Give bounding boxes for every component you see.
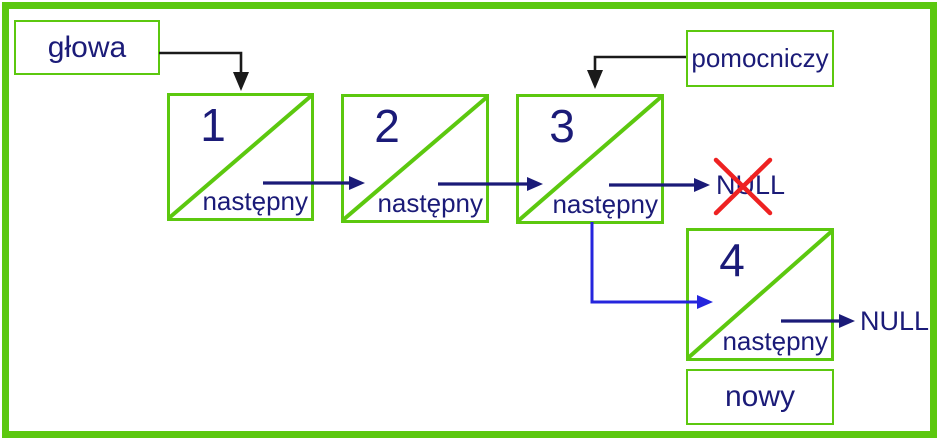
node-1-next-label: następny	[202, 186, 308, 217]
node-2-value: 2	[374, 100, 400, 152]
node-2-next-label: następny	[377, 188, 483, 219]
node-1-value: 1	[200, 99, 226, 151]
head-pointer-box: głowa	[14, 20, 160, 75]
null-label-crossed: NULL	[716, 170, 786, 200]
node-2: 2 następny	[341, 94, 489, 223]
node-3: 3 następny	[516, 94, 664, 224]
node-3-value: 3	[549, 100, 575, 152]
head-pointer-label: głowa	[47, 30, 127, 64]
new-node-name-box: nowy	[686, 369, 834, 425]
null-label: NULL	[860, 306, 930, 336]
node-4-next-label: następny	[722, 326, 828, 357]
new-node-name-label: nowy	[724, 380, 796, 413]
aux-pointer-box: pomocniczy	[686, 30, 834, 87]
node-4-value: 4	[719, 234, 745, 286]
node-4: 4 następny	[686, 228, 834, 361]
node-3-next-label: następny	[552, 189, 658, 220]
node-1: 1 następny	[167, 93, 314, 221]
aux-pointer-label: pomocniczy	[691, 43, 829, 73]
